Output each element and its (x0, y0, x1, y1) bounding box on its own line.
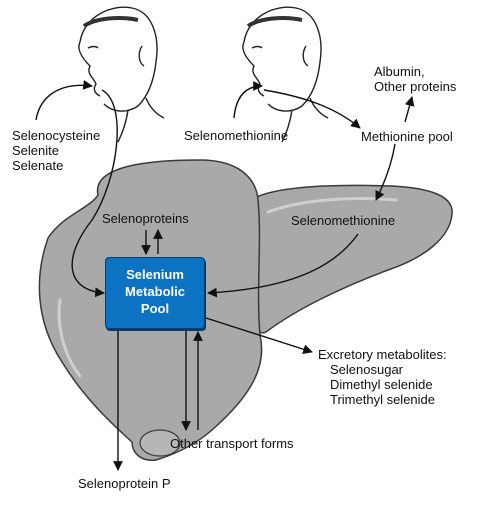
pool-label-line: Pool (140, 301, 170, 316)
arrow-right-mouth-to-methionine (263, 89, 361, 129)
arrows (35, 80, 415, 471)
methionine-pool-label: Methionine pool (361, 129, 453, 144)
arrow-pool-to-excretory (205, 317, 313, 354)
excretory-item: Dimethyl selenide (330, 377, 433, 392)
arrow-methionine-to-liver-selenomethionine (375, 143, 396, 201)
selenoprotein-p-label: Selenoprotein P (78, 476, 171, 491)
arrow-liver-selenomethionine-to-pool (207, 233, 359, 298)
arrow-intake-right (233, 81, 263, 119)
proteins-label: Albumin, Other proteins (374, 64, 456, 94)
excretory-item: Selenosugar (330, 362, 403, 377)
pool-label-line: Metabolic (125, 284, 185, 299)
left-intake-form: Selenate (12, 158, 64, 173)
liver-illustration (38, 159, 453, 461)
liver-selenomethionine-label: Selenomethionine (291, 213, 396, 228)
proteins-line: Other proteins (374, 79, 457, 94)
proteins-line: Albumin, (374, 64, 425, 79)
selenoproteins-label: Selenoproteins (102, 211, 189, 226)
pool-label-line: Selenium (126, 267, 184, 282)
left-intake-forms: Selenocysteine Selenite Selenate (12, 128, 100, 173)
arrow-intake-left (35, 80, 93, 121)
liver-highlight (57, 298, 82, 378)
head-right (242, 6, 329, 143)
right-intake-form: Selenomethionine (184, 128, 289, 143)
left-intake-form: Selenite (12, 143, 59, 158)
excretory-item: Trimethyl selenide (330, 392, 436, 407)
pool-label: Selenium Metabolic Pool (106, 266, 204, 317)
head-left (78, 6, 165, 143)
gallbladder (139, 429, 181, 457)
excretory-title: Excretory metabolites: (318, 347, 447, 362)
selenium-metabolic-pool-box: Selenium Metabolic Pool (105, 257, 205, 329)
other-transport-forms-label: Other transport forms (170, 436, 294, 451)
arrow-left-mouth-to-pool (71, 89, 118, 298)
excretory-metabolites: Excretory metabolites: Selenosugar Dimet… (318, 347, 447, 407)
left-intake-form: Selenocysteine (12, 128, 101, 143)
arrow-methionine-to-proteins (404, 96, 415, 123)
